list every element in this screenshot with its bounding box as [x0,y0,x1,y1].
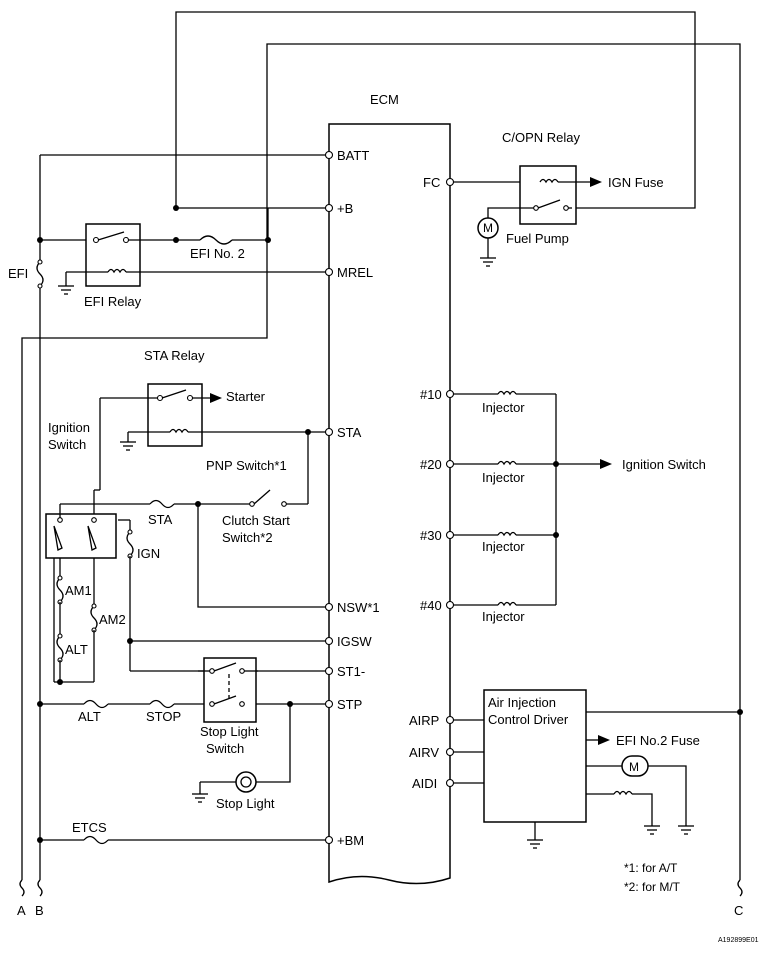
svg-text:#30: #30 [420,528,442,543]
ecm-body: ECM [328,92,451,885]
pin-igsw: IGSW [127,634,372,649]
am1-fuse: AM1 [56,558,92,636]
svg-text:IGN: IGN [137,546,160,561]
svg-text:MREL: MREL [337,265,373,280]
connector-a: A [17,903,26,918]
am2-fuse: AM2 [90,558,126,682]
clutch-start-switch: Clutch Start Switch*2 [222,513,290,545]
injector-2: #20 Injector [420,457,556,485]
svg-text:Ignition Switch: Ignition Switch [622,457,706,472]
svg-text:STA Relay: STA Relay [144,348,205,363]
svg-text:#20: #20 [420,457,442,472]
pin-batt: BATT [324,148,369,163]
svg-text:Injector: Injector [482,539,525,554]
note-1: *1: for A/T [624,861,678,875]
efi-relay: EFI Relay [37,223,329,309]
svg-text:#40: #40 [420,598,442,613]
svg-text:Ignition: Ignition [48,420,90,435]
copn-relay: C/OPN Relay FC IGN Fuse [423,130,664,225]
top-loop-wires [21,11,741,880]
svg-text:#10: #10 [420,387,442,402]
svg-text:ALT: ALT [65,642,88,657]
svg-text:Clutch Start: Clutch Start [222,513,290,528]
svg-text:STA: STA [148,512,173,527]
svg-text:M: M [483,221,493,235]
svg-text:EFI No. 2: EFI No. 2 [190,246,245,261]
svg-text:NSW*1: NSW*1 [337,600,380,615]
ignition-switch: Ignition Switch [45,398,150,559]
stop-light: Stop Light [192,704,291,811]
svg-text:AIRP: AIRP [409,713,439,728]
svg-text:ALT: ALT [78,709,101,724]
pin-aidi: AIDI [412,776,484,791]
svg-text:EFI Relay: EFI Relay [84,294,142,309]
efi-no2-fuse: EFI No. 2 [173,235,271,261]
svg-text:IGSW: IGSW [337,634,372,649]
svg-text:STOP: STOP [146,709,181,724]
injector-3: #30 Injector [420,528,556,554]
svg-text:IGN Fuse: IGN Fuse [608,175,664,190]
fuel-pump: M Fuel Pump [477,217,569,267]
svg-text:C/OPN Relay: C/OPN Relay [502,130,581,145]
svg-text:EFI No.2 Fuse: EFI No.2 Fuse [616,733,700,748]
svg-text:BATT: BATT [337,148,369,163]
sta-relay: STA Relay Starter [100,348,329,451]
stop-light-switch: Stop Light Switch [198,657,259,756]
svg-text:ETCS: ETCS [72,820,107,835]
svg-text:STA: STA [337,425,362,440]
svg-text:STP: STP [337,697,362,712]
injector-common-line: Ignition Switch [553,394,706,605]
svg-text:Air Injection: Air Injection [488,695,556,710]
figure-id: A192899E01 [718,937,759,944]
svg-text:Stop Light: Stop Light [216,796,275,811]
svg-text:+B: +B [337,201,353,216]
svg-text:M: M [629,760,639,774]
svg-text:PNP Switch*1: PNP Switch*1 [206,458,287,473]
svg-text:Fuel Pump: Fuel Pump [506,231,569,246]
svg-text:Switch: Switch [48,437,86,452]
svg-text:Switch: Switch [206,741,244,756]
svg-text:AM2: AM2 [99,612,126,627]
svg-text:ST1-: ST1- [337,664,365,679]
svg-text:Stop Light: Stop Light [200,724,259,739]
connector-c: C [734,903,743,918]
stp-line: ALT STOP STP [37,697,362,724]
svg-text:AIRV: AIRV [409,745,439,760]
svg-text:+BM: +BM [337,833,364,848]
svg-text:FC: FC [423,175,440,190]
connector-b: B [35,903,44,918]
pin-airv: AIRV [409,745,484,760]
pnp-switch: PNP Switch*1 [206,432,309,507]
pin-mrel: MREL [324,265,373,280]
note-2: *2: for M/T [624,880,681,894]
efi-fuse: EFI [8,259,44,289]
air-injection-driver: Air Injection Control Driver EFI No.2 Fu… [483,689,743,849]
svg-text:Injector: Injector [482,400,525,415]
svg-text:Control Driver: Control Driver [488,712,569,727]
ign-fuse: IGN [126,520,160,671]
svg-text:Switch*2: Switch*2 [222,530,273,545]
svg-text:Starter: Starter [226,389,266,404]
alt-fuse: ALT [53,558,94,685]
pin-airp: AIRP [409,713,484,728]
injector-4: #40 Injector [420,598,556,624]
pin-nsw: NSW*1 [197,504,380,615]
svg-text:EFI: EFI [8,266,28,281]
svg-text:AM1: AM1 [65,583,92,598]
ecm-title: ECM [370,92,399,107]
injector-1: #10 Injector [420,387,556,415]
svg-text:Injector: Injector [482,609,525,624]
svg-text:Injector: Injector [482,470,525,485]
footnotes: *1: for A/T *2: for M/T [624,861,681,894]
svg-text:AIDI: AIDI [412,776,437,791]
pin-plus-b: +B [173,201,353,240]
connectors: A B C [17,879,743,918]
pin-plus-bm: ETCS +BM [37,820,364,848]
